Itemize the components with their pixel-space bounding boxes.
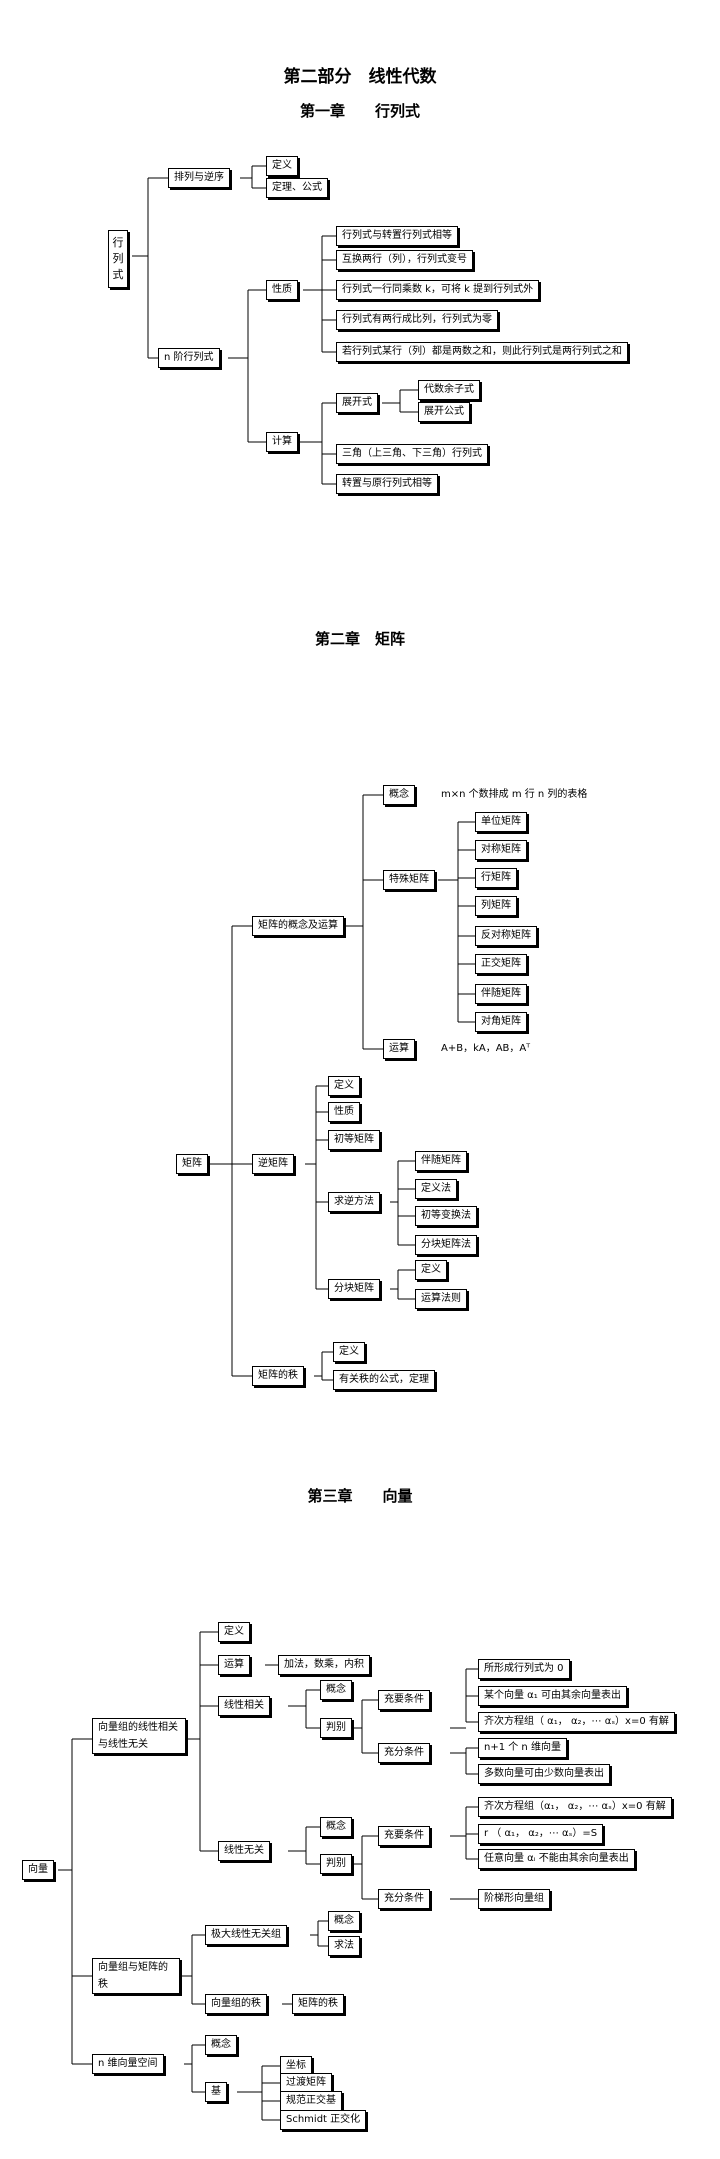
part-title: 第二部分 线性代数: [283, 67, 437, 87]
node-space-concept: 概念: [205, 2035, 237, 2055]
text-operations: A+B，kA，AB，Aᵀ: [441, 1043, 531, 1054]
node-block-matrix: 分块矩阵: [328, 1279, 380, 1299]
node-inverse-matrix: 逆矩阵: [252, 1154, 294, 1174]
node-method-elementary: 初等变换法: [415, 1206, 477, 1226]
node-cofactor: 代数余子式: [418, 380, 480, 400]
node-ind-concept: 概念: [320, 1817, 352, 1837]
node-inverse-methods: 求逆方法: [328, 1192, 380, 1212]
node-perm-definition: 定义: [266, 156, 298, 176]
node-calculation: 计算: [266, 432, 298, 452]
node-schmidt: Schmidt 正交化: [280, 2110, 367, 2130]
node-method-adjugate: 伴随矩阵: [415, 1151, 467, 1171]
node-basis: 基: [205, 2082, 227, 2102]
node-dep-suf-2: 多数向量可由少数向量表出: [478, 1764, 610, 1784]
node-rank-definition: 定义: [333, 1342, 365, 1362]
node-vector-operations: 运算: [218, 1655, 250, 1675]
node-dependent: 线性相关: [218, 1696, 270, 1716]
chapter2-title: 第二章 矩阵: [314, 630, 405, 648]
node-independent: 线性无关: [218, 1841, 270, 1861]
node-elementary-matrix: 初等矩阵: [328, 1130, 380, 1150]
node-block-definition: 定义: [415, 1260, 447, 1280]
node-expansion-formula: 展开公式: [418, 402, 470, 422]
node-n-order-determinant: n 阶行列式: [158, 348, 220, 368]
node-definition: 定义: [218, 1622, 250, 1642]
node-dep-suf-1: n+1 个 n 维向量: [478, 1738, 567, 1758]
node-ind-suf-1: 阶梯形向量组: [478, 1889, 550, 1909]
node-dep-cond-3: 齐次方程组（ α₁， α₂，⋯ αₛ）x=0 有解: [478, 1712, 675, 1732]
node-matrix-rank: 矩阵的秩: [252, 1366, 304, 1386]
node-operations-list: 加法，数乘，内积: [278, 1655, 370, 1675]
node-prop-3: 行列式一行同乘数 k，可将 k 提到行列式外: [336, 280, 540, 300]
node-inverse-properties: 性质: [328, 1102, 360, 1122]
node-antisymmetric-matrix: 反对称矩阵: [475, 926, 537, 946]
node-group-rank: 向量组的秩: [205, 1994, 267, 2014]
node-determinant-root: 行列式: [108, 230, 128, 288]
node-rank-formulas: 有关秩的公式，定理: [333, 1370, 435, 1390]
node-prop-5: 若行列式某行（列）都是两数之和，则此行列式是两行列式之和: [336, 342, 628, 362]
node-mi-method: 求法: [328, 1936, 360, 1956]
node-block-rules: 运算法则: [415, 1289, 467, 1309]
node-concept-operations: 矩阵的概念及运算: [252, 916, 344, 936]
node-vector-root: 向量: [22, 1860, 54, 1880]
node-column-matrix: 列矩阵: [475, 896, 517, 916]
node-method-definition: 定义法: [415, 1179, 457, 1199]
chapter1-title: 第一章 行列式: [299, 102, 420, 120]
node-dep-cond-1: 所形成行列式为 0: [478, 1659, 570, 1679]
node-properties: 性质: [266, 280, 298, 300]
node-expansion: 展开式: [336, 393, 378, 413]
node-dep-cond-2: 某个向量 α₁ 可由其余向量表出: [478, 1686, 627, 1706]
node-transpose: 转置与原行列式相等: [336, 474, 438, 494]
node-perm-theorem: 定理、公式: [266, 178, 328, 198]
node-mi-concept: 概念: [328, 1911, 360, 1931]
node-dep-necessary-sufficient: 充要条件: [378, 1690, 430, 1710]
node-matrix-root: 矩阵: [176, 1154, 208, 1174]
node-dep-concept: 概念: [320, 1680, 352, 1700]
node-prop-4: 行列式有两行成比列，行列式为零: [336, 310, 498, 330]
node-method-block: 分块矩阵法: [415, 1235, 477, 1255]
node-dep-sufficient: 充分条件: [378, 1743, 430, 1763]
node-row-matrix: 行矩阵: [475, 868, 517, 888]
node-orthonormal-basis: 规范正交基: [280, 2091, 342, 2111]
node-ind-cond-1: 齐次方程组（α₁， α₂，⋯ αₛ）x=0 有解: [478, 1797, 672, 1817]
node-transition-matrix: 过渡矩阵: [280, 2073, 332, 2093]
node-adjugate-matrix: 伴随矩阵: [475, 984, 527, 1004]
node-identity-matrix: 单位矩阵: [475, 812, 527, 832]
node-ind-sufficient: 充分条件: [378, 1889, 430, 1909]
node-triangular: 三角（上三角、下三角）行列式: [336, 444, 488, 464]
node-linear-dependence: 向量组的线性相关与线性无关: [92, 1718, 186, 1754]
node-diagonal-matrix: 对角矩阵: [475, 1012, 527, 1032]
node-ind-necessary-sufficient: 充要条件: [378, 1826, 430, 1846]
node-prop-2: 互换两行（列），行列式变号: [336, 250, 473, 270]
node-concept: 概念: [383, 785, 415, 805]
node-maximal-independent: 极大线性无关组: [205, 1925, 287, 1945]
node-prop-1: 行列式与转置行列式相等: [336, 226, 458, 246]
node-vector-space: n 维向量空间: [92, 2054, 164, 2074]
node-orthogonal-matrix: 正交矩阵: [475, 954, 527, 974]
node-ind-cond-2: r （ α₁， α₂，⋯ αₛ）=S: [478, 1824, 604, 1844]
node-ind-cond-3: 任意向量 αᵢ 不能由其余向量表出: [478, 1849, 635, 1869]
text-concept-description: m×n 个数排成 m 行 n 列的表格: [441, 789, 588, 800]
node-inverse-definition: 定义: [328, 1076, 360, 1096]
node-permutation: 排列与逆序: [168, 168, 230, 188]
node-symmetric-matrix: 对称矩阵: [475, 840, 527, 860]
node-dep-judgement: 判别: [320, 1718, 352, 1738]
node-matrix-rank: 矩阵的秩: [292, 1994, 344, 2014]
node-ind-judgement: 判别: [320, 1854, 352, 1874]
node-rank-of-vectors: 向量组与矩阵的秩: [92, 1958, 180, 1994]
node-special-matrices: 特殊矩阵: [383, 870, 435, 890]
chapter3-title: 第三章 向量: [307, 1487, 413, 1505]
node-operations: 运算: [383, 1039, 415, 1059]
node-coordinates: 坐标: [280, 2056, 312, 2076]
